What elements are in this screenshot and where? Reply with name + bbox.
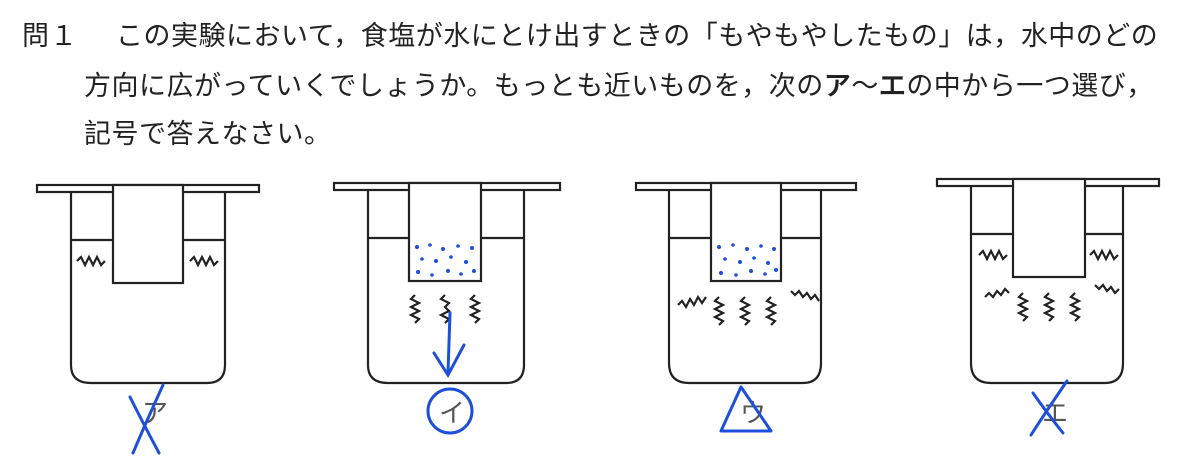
question-text-line2-c: の中から一つ選び， [906,71,1154,102]
figure-choice-i: イ [332,175,592,457]
cross-mark-a [128,383,165,455]
question-text-line2: 方向に広がっていくでしょうか。もっとも近いものを，次のア～エの中から一つ選び， [84,64,1154,103]
question-text-line2-a: 方向に広がっていくでしょうか。もっとも近いものを，次の [84,71,824,102]
figure-choice-u: ウ [633,175,893,457]
question-text-line1: この実験において，食塩が水にとけ出すときの「もやもやしたもの」は，水中のどの [116,21,1159,52]
beaker-diagram-u [634,181,858,385]
beaker-diagram-i [332,181,562,385]
beaker-diagram-e [935,177,1161,385]
choice-label-i: イ [438,399,465,429]
choice-ref-e: エ [878,71,907,102]
question-text-line2-tilde: ～ [851,71,879,102]
beaker-diagram-a [35,183,261,385]
choice-ref-a: ア [823,71,852,102]
question-number: 問１ [22,21,78,52]
question-text-line3: 記号で答えなさい。 [84,119,332,150]
figure-choice-a: ア [35,175,295,457]
cross-mark-e [1029,379,1069,437]
triangle-mark-u [719,385,773,433]
circle-mark-i [426,387,474,435]
figure-choice-e: エ [935,175,1195,457]
